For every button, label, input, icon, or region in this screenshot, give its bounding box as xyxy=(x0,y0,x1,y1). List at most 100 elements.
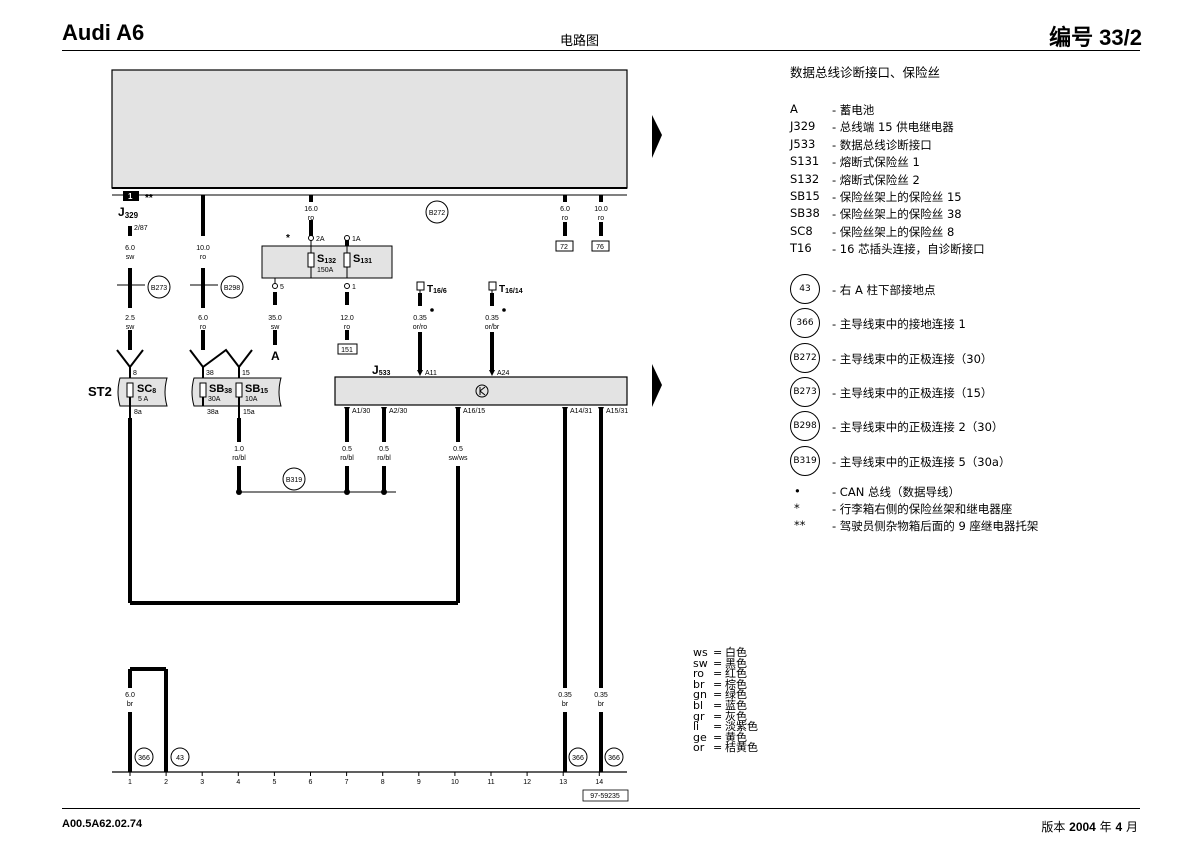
continue-arrow-top xyxy=(652,115,662,158)
svg-text:A11: A11 xyxy=(425,370,437,377)
color-abbr: or xyxy=(693,741,705,755)
svg-text:ro: ro xyxy=(308,215,314,222)
svg-text:sw: sw xyxy=(126,254,136,261)
footer-rule xyxy=(62,808,1140,809)
svg-text:S132: S132 xyxy=(317,253,336,265)
grid-number: 12 xyxy=(523,779,531,786)
svg-text:0.5: 0.5 xyxy=(453,446,463,453)
color-code-row: ws=白色 xyxy=(693,646,747,659)
color-code-row: bl=蓝色 xyxy=(693,698,747,712)
color-name: 绿色 xyxy=(725,688,747,702)
j329-label: J329 xyxy=(118,205,139,220)
svg-text:or/ro: or/ro xyxy=(413,324,428,331)
svg-text:5: 5 xyxy=(280,284,284,291)
svg-text:10A: 10A xyxy=(245,396,258,403)
svg-text:1: 1 xyxy=(352,284,356,291)
legend-code: S132 xyxy=(790,171,820,186)
grid-number: 1 xyxy=(128,779,132,786)
point-circle: 43 xyxy=(790,274,820,304)
grid-number: 6 xyxy=(309,779,313,786)
color-name: 黑色 xyxy=(725,656,747,670)
color-abbr: gn xyxy=(693,688,707,702)
grid-number: 9 xyxy=(417,779,421,786)
svg-text:0.5: 0.5 xyxy=(342,446,352,453)
svg-text:15: 15 xyxy=(242,370,250,377)
svg-text:35.0: 35.0 xyxy=(268,315,282,322)
color-code-row: or=桔黄色 xyxy=(693,741,758,755)
version-label: 版本 2004 年 4 月 xyxy=(1041,820,1138,834)
color-abbr: gr xyxy=(693,709,705,723)
legend-desc: - 行李箱右侧的保险丝架和继电器座 xyxy=(832,502,1013,516)
point-circle: 366 xyxy=(790,308,820,339)
svg-text:J533: J533 xyxy=(372,363,390,377)
svg-text:S131: S131 xyxy=(353,253,372,265)
point-circle: B273 xyxy=(790,376,820,407)
svg-text:ro: ro xyxy=(344,324,350,331)
brand-title: Audi A6 xyxy=(62,20,145,45)
svg-text:366: 366 xyxy=(572,755,584,762)
svg-text:A24: A24 xyxy=(497,370,510,377)
color-name: 黄色 xyxy=(725,730,747,744)
svg-text:2A: 2A xyxy=(316,236,325,243)
color-abbr: ws xyxy=(693,646,708,659)
svg-text:ro: ro xyxy=(200,254,206,261)
svg-text:366: 366 xyxy=(608,755,620,762)
page-type-label: 电路图 xyxy=(560,34,600,49)
svg-text:ro: ro xyxy=(200,324,206,331)
color-abbr: ro xyxy=(693,667,705,681)
svg-text:or/br: or/br xyxy=(485,324,500,331)
svg-text:2/87: 2/87 xyxy=(134,225,148,232)
legend-desc: - 蓄电池 xyxy=(832,103,875,117)
svg-text:0.5: 0.5 xyxy=(379,446,389,453)
color-name: 红色 xyxy=(725,667,747,681)
legend-desc: - 保险丝架上的保险丝 15 xyxy=(832,190,962,204)
legend-desc: - 总线端 15 供电继电器 xyxy=(832,120,954,135)
grid-number: 2 xyxy=(164,779,168,786)
legend-desc: - 保险丝架上的保险丝 8 xyxy=(832,224,955,239)
point-circle: B298 xyxy=(790,411,820,442)
svg-text:76: 76 xyxy=(596,244,604,251)
color-code-row: ge=黄色 xyxy=(693,730,747,744)
legend-desc: - 主导线束中的正极连接 2（30） xyxy=(832,420,1004,435)
svg-text:16.0: 16.0 xyxy=(304,206,318,213)
color-code-row: gn=绿色 xyxy=(693,688,747,702)
svg-text:ro/bl: ro/bl xyxy=(377,455,391,462)
svg-text:8a: 8a xyxy=(134,409,142,416)
svg-text:6.0: 6.0 xyxy=(560,206,570,213)
svg-text:30A: 30A xyxy=(208,396,221,403)
svg-text:ro: ro xyxy=(598,215,604,222)
grid-number: 11 xyxy=(487,779,494,786)
svg-text:br: br xyxy=(598,701,605,708)
color-abbr: li xyxy=(693,720,700,734)
color-code-row: sw=黑色 xyxy=(693,656,747,670)
legend-desc: - 右 A 柱下部接地点 xyxy=(832,283,936,297)
svg-text:1: 1 xyxy=(128,192,133,201)
legend-desc: - 主导线束中的正极连接（30） xyxy=(832,351,993,366)
svg-text:SB38: SB38 xyxy=(209,383,232,395)
svg-text:150A: 150A xyxy=(317,267,334,274)
grid-number: 10 xyxy=(451,779,459,786)
note-symbol: ** xyxy=(794,518,806,532)
svg-text:sw: sw xyxy=(126,324,136,331)
svg-text:366: 366 xyxy=(138,755,150,762)
svg-text:SB15: SB15 xyxy=(245,383,268,395)
svg-text:A: A xyxy=(271,349,280,363)
svg-text:*: * xyxy=(286,233,290,244)
legend-desc: - 保险丝架上的保险丝 38 xyxy=(832,207,962,222)
svg-text:B272: B272 xyxy=(429,210,445,217)
svg-text:97-59235: 97-59235 xyxy=(590,793,620,800)
relay-panel xyxy=(111,69,628,189)
svg-text:6.0: 6.0 xyxy=(198,315,208,322)
color-name: 淡紫色 xyxy=(725,720,758,734)
legend-desc: - 主导线束中的接地连接 1 xyxy=(832,317,966,332)
document-code: A00.5A62.02.74 xyxy=(62,818,143,830)
legend-desc: - 驾驶员侧杂物箱后面的 9 座继电器托架 xyxy=(832,519,1039,533)
svg-text:sw: sw xyxy=(271,324,281,331)
page-number: 编号 33/2 xyxy=(1049,25,1142,50)
svg-text:0.35: 0.35 xyxy=(413,315,427,322)
svg-text:B273: B273 xyxy=(151,285,167,292)
color-abbr: sw xyxy=(693,656,708,670)
svg-text:T16/6: T16/6 xyxy=(427,284,447,295)
